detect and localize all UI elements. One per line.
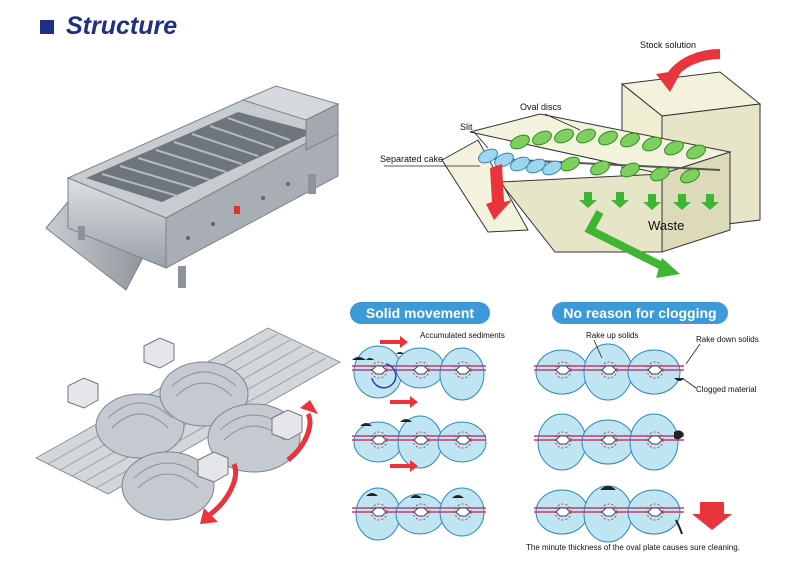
section-header: Structure <box>40 12 177 41</box>
no-clogging-diagram: Rake up solids Rake down solids Clogged … <box>526 331 759 552</box>
label-oval-discs: Oval discs <box>520 102 562 112</box>
caption-sure-cleaning: The minute thickness of the oval plate c… <box>526 543 740 552</box>
label-waste: Waste <box>648 218 684 233</box>
solid-movement-diagram: Accumulated sediments <box>352 331 505 541</box>
machine-illustration <box>45 85 340 291</box>
label-stock-solution: Stock solution <box>640 40 696 50</box>
filtrate-arrows <box>579 192 719 210</box>
page-title: Structure <box>66 12 178 40</box>
header-square-icon <box>40 19 54 34</box>
no-clogging-title: No reason for clogging <box>552 302 728 324</box>
label-clogged: Clogged material <box>696 385 757 394</box>
discharge-arrow <box>692 502 732 530</box>
process-schematic: Stock solution Oval discs Slit Separated… <box>380 40 762 278</box>
waste-outflow-arrow <box>584 210 668 272</box>
cake-outflow-arrow <box>486 164 512 220</box>
disc-closeup-illustration <box>34 327 342 524</box>
label-slit: Slit <box>460 122 473 132</box>
label-rake-up: Rake up solids <box>586 331 638 340</box>
label-accumulated-sediments: Accumulated sediments <box>420 331 505 340</box>
label-separated-cake: Separated cake <box>380 154 443 164</box>
solid-movement-title: Solid movement <box>350 302 490 324</box>
rotation-arrow-left <box>206 463 238 519</box>
label-rake-down: Rake down solids <box>696 335 759 344</box>
rotation-arrow-right <box>286 412 313 462</box>
